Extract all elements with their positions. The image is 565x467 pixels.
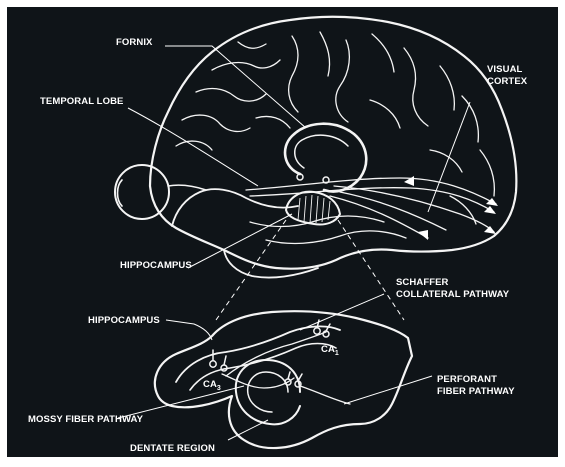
label-ca3-main: CA bbox=[203, 379, 217, 390]
label-ca3-sub: 3 bbox=[217, 385, 221, 392]
label-dentate-region: DENTATE REGION bbox=[130, 443, 215, 454]
label-visual-cortex-line2: CORTEX bbox=[487, 76, 528, 87]
label-schaffer-line2: COLLATERAL PATHWAY bbox=[396, 289, 510, 300]
label-hippocampus-bottom: HIPPOCAMPUS bbox=[88, 315, 160, 326]
label-temporal-lobe: TEMPORAL LOBE bbox=[40, 96, 123, 107]
label-fornix: FORNIX bbox=[116, 37, 153, 48]
label-ca1-sub: 1 bbox=[335, 350, 339, 357]
label-perforant-line1: PERFORANT bbox=[437, 374, 497, 385]
label-perforant-line2: FIBER PATHWAY bbox=[437, 386, 515, 397]
label-schaffer-line1: SCHAFFER bbox=[396, 277, 449, 288]
label-hippocampus-top: HIPPOCAMPUS bbox=[120, 260, 192, 271]
label-visual-cortex-line1: VISUAL bbox=[487, 64, 523, 75]
label-ca1-main: CA bbox=[321, 344, 335, 355]
label-mossy-fiber: MOSSY FIBER PATHWAY bbox=[28, 414, 144, 425]
